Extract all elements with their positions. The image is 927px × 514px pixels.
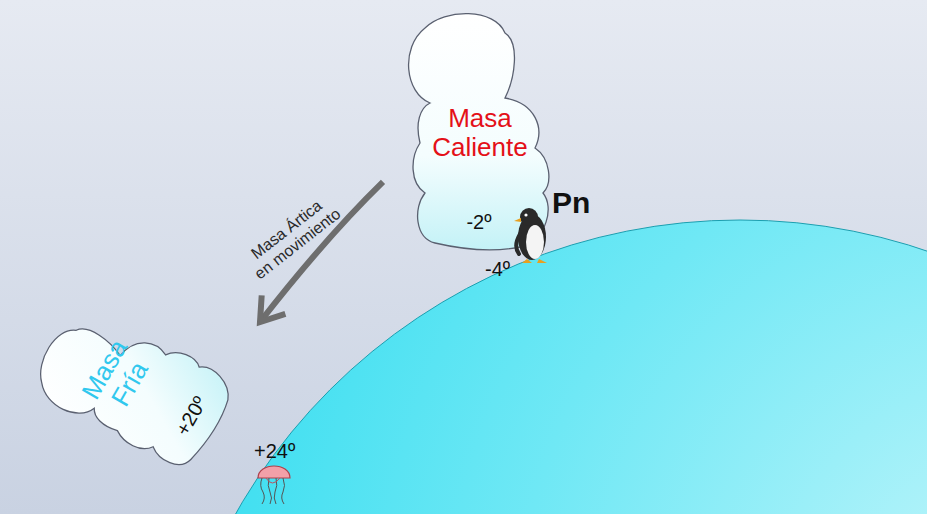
penguin-icon bbox=[514, 208, 547, 263]
air-mass-name: Masa Caliente bbox=[417, 104, 543, 161]
air-mass-cloud: Masa Caliente -2º bbox=[395, 8, 565, 253]
temperature-value: -2º bbox=[457, 211, 501, 233]
temperature-value: -4º bbox=[485, 258, 510, 280]
air-mass-cloud: Masa Fría+20º bbox=[5, 280, 260, 490]
arrow-head bbox=[260, 295, 285, 322]
jellyfish-icon bbox=[258, 466, 290, 504]
cloud-outline bbox=[25, 293, 239, 480]
temperature-value: +24º bbox=[254, 440, 295, 462]
cloud-outline bbox=[409, 14, 549, 250]
pole-label: Pn bbox=[552, 186, 590, 219]
